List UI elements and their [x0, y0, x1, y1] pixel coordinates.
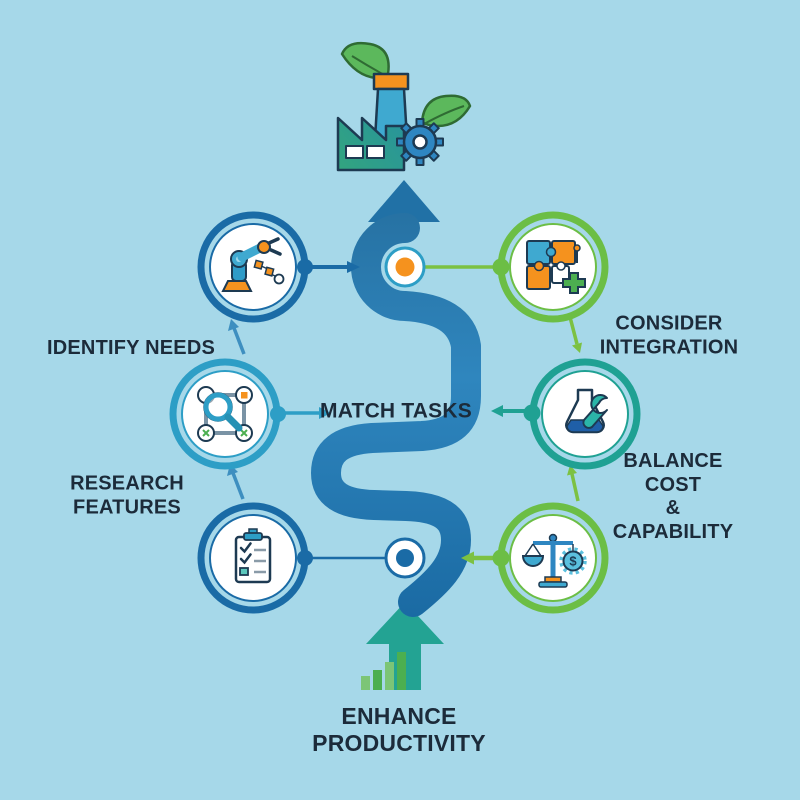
checklist-clipboard-icon — [234, 528, 272, 584]
dollar-sign: $ — [569, 554, 577, 569]
label-enhance-productivity: ENHANCE PRODUCTIVITY — [312, 702, 486, 756]
label-match-tasks: MATCH TASKS — [320, 399, 472, 423]
bar-chart-bars — [361, 652, 406, 690]
factory-building — [336, 116, 406, 172]
balance-scale-dollar-icon: $ — [521, 533, 587, 588]
magnifier-network-icon — [197, 386, 253, 442]
node-identify-needs — [197, 211, 313, 323]
node-checklist — [197, 502, 313, 614]
connector-dot — [523, 404, 541, 422]
connector-dot — [297, 550, 313, 566]
node-flask-wrench — [523, 358, 641, 470]
connector-dot — [270, 406, 286, 422]
label-identify-needs: IDENTIFY NEEDS — [46, 337, 216, 360]
factory-window — [345, 145, 364, 159]
flask-wrench-icon — [565, 388, 608, 434]
path-node-top — [384, 246, 426, 288]
arrow-magnifier-to-center — [285, 407, 331, 419]
gear-icon — [396, 118, 444, 166]
plus-puzzle-piece — [562, 272, 586, 294]
ribbon-path — [311, 213, 481, 617]
arrow-puzzle-to-flask — [568, 316, 582, 353]
arrow-robot-to-path — [307, 261, 360, 273]
connector-dot — [492, 549, 510, 567]
puzzle-pieces-icon — [526, 240, 586, 294]
factory-eco-gear-icon — [336, 41, 472, 172]
robot-arm-icon — [221, 237, 285, 292]
path-node-bottom — [384, 537, 426, 579]
winding-flow-ribbon — [311, 180, 481, 617]
connector-dot — [492, 258, 510, 276]
chimney-cap — [372, 72, 410, 91]
connector-dot — [297, 259, 313, 275]
node-research-features — [169, 358, 286, 470]
wrench-icon — [582, 394, 608, 429]
node-consider-integration — [492, 211, 609, 323]
label-consider-integration: CONSIDER INTEGRATION — [599, 312, 739, 358]
factory-window — [366, 145, 385, 159]
label-research-features: RESEARCH FEATURES — [70, 472, 184, 518]
arrow-scales-to-flask — [567, 465, 580, 502]
label-balance-cost-capability: BALANCE COST & CAPABILITY — [612, 449, 734, 543]
arrow-magnifier-to-robot — [228, 319, 246, 355]
growth-arrow-icon — [361, 602, 444, 690]
up-arrow — [366, 602, 444, 690]
node-balance-cost: $ — [492, 502, 609, 614]
